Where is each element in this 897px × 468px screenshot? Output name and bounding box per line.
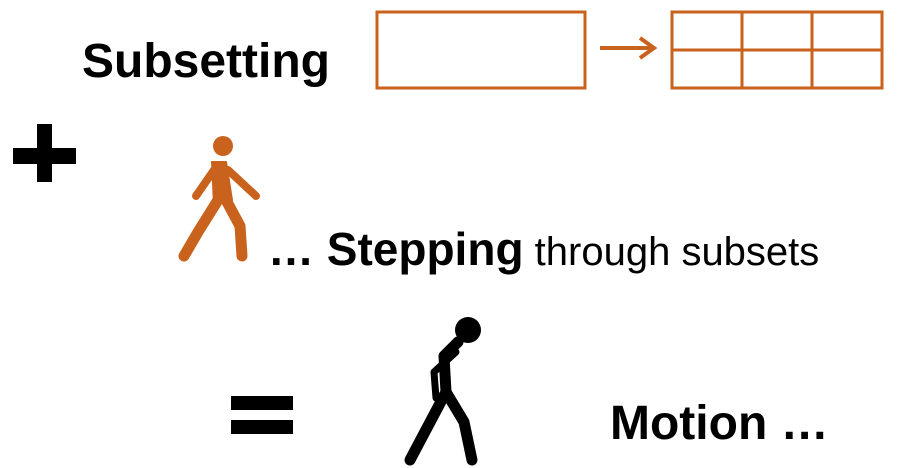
whole-block	[377, 12, 585, 88]
stepping-suffix: through subsets	[524, 230, 820, 274]
stick-figure-walking-icon	[410, 317, 481, 460]
arrow-icon	[600, 38, 654, 58]
equals-icon	[231, 396, 293, 434]
stepping-caption: … Stepping through subsets	[268, 226, 819, 272]
plus-icon	[13, 124, 76, 182]
motion-label: Motion …	[610, 400, 829, 448]
stepping-label: Stepping	[327, 223, 524, 275]
stepping-ellipsis: …	[268, 223, 327, 275]
subset-grid	[672, 12, 882, 88]
walking-person-icon	[184, 136, 256, 256]
